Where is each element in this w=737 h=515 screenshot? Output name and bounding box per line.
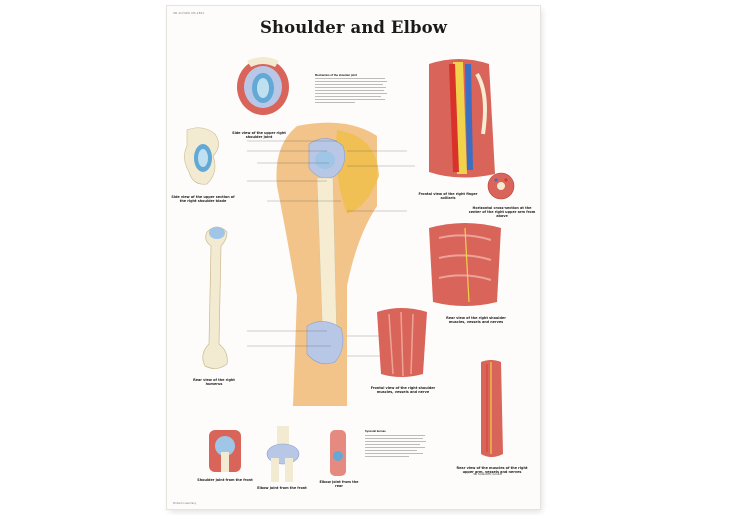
elbow-joint-rear-illustration [330, 430, 346, 476]
caption-humerus: Rear view of the right humerus [193, 378, 235, 387]
bursae-text-lines [365, 435, 426, 457]
anatomy-poster: VR 1174UU CH-1301 Shoulder and Elbow Sid… [167, 6, 540, 509]
poster-code: VR 1174UU CH-1301 [173, 11, 205, 15]
caption-side-joint: Side view of the upper right shoulder jo… [232, 131, 286, 140]
elbow-joint-front-illustration [266, 426, 300, 482]
cross-section-illustration [487, 172, 515, 200]
central-arm-illustration [276, 122, 379, 407]
caption-frontal-shoulder: Frontal view of the right shoulder muscl… [370, 386, 436, 395]
caption-side-blade: Side view of the upper section of the ri… [171, 195, 235, 204]
frontal-shoulder-illustration [377, 308, 427, 377]
caption-elbow-rear: Elbow joint from the rear [319, 480, 359, 489]
bursae-title: Synovial bursae [365, 430, 386, 433]
bursae-text: Synovial bursae [365, 430, 425, 433]
caption-frontal-axilla: Frontal view of the right finger axillar… [418, 192, 478, 201]
mechanism-text: Mechanism of the shoulder joint [315, 74, 387, 77]
humerus-illustration [202, 226, 228, 369]
rear-shoulder-illustration [429, 223, 501, 306]
caption-rear-shoulder: Rear view of the right shoulder muscles,… [446, 316, 506, 325]
caption-cross-section: Horizontal cross-section at the center o… [468, 206, 536, 219]
shoulder-blade-side-illustration [184, 127, 219, 185]
caption-rear-arm: Rear view of the muscles of the right up… [456, 466, 528, 475]
shoulder-joint-side-illustration [237, 57, 289, 115]
shoulder-joint-front-illustration [209, 430, 241, 472]
poster-footer: Printed in Germany [173, 502, 197, 505]
frontal-axilla-illustration [429, 59, 495, 178]
mechanism-title: Mechanism of the shoulder joint [315, 74, 357, 77]
caption-shoulder-front: Shoulder joint from the front [197, 478, 253, 482]
rear-arm-illustration [481, 360, 503, 457]
publisher-logo: 3B Scientific GmbH [473, 472, 502, 476]
caption-elbow-front: Elbow joint from the front [257, 486, 307, 490]
poster-title: Shoulder and Elbow [259, 18, 447, 37]
label-leader-lines [247, 140, 415, 357]
mechanism-text-lines [315, 78, 387, 103]
